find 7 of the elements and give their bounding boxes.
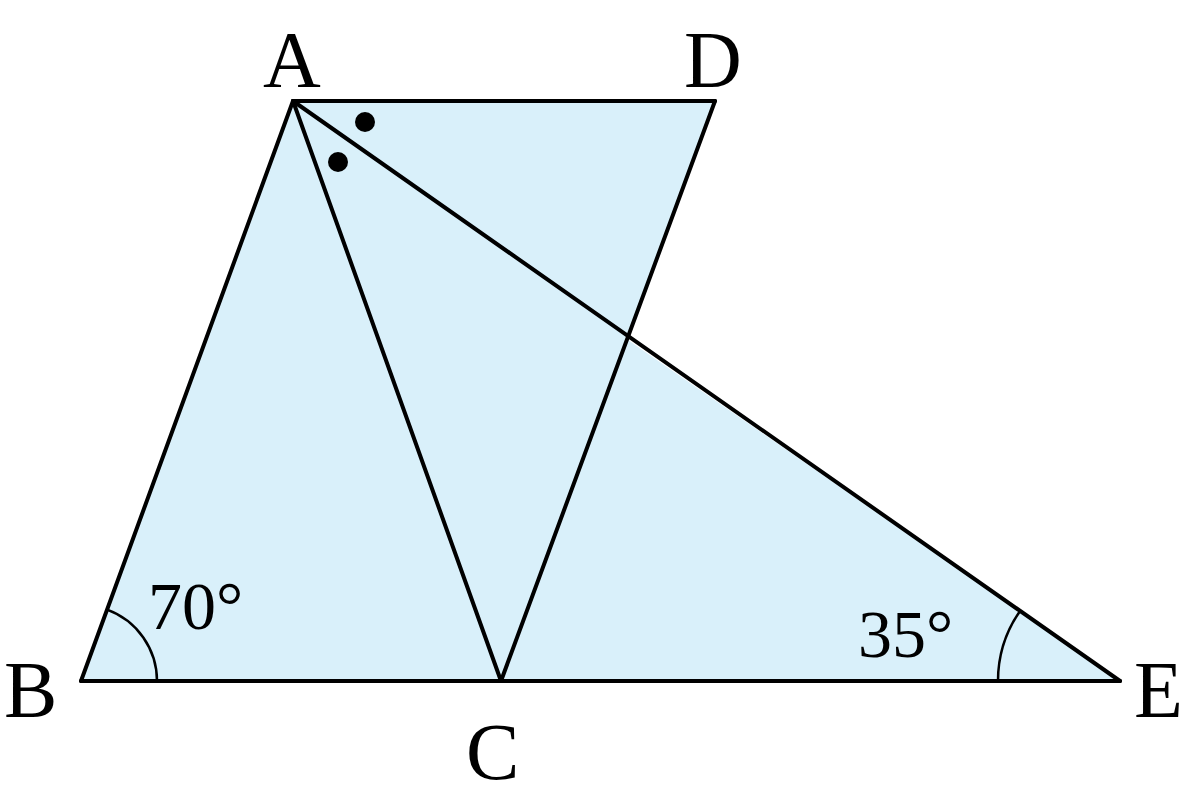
- angle-label: 35°: [858, 600, 954, 668]
- vertex-label: B: [4, 650, 58, 730]
- vertex-label: E: [1134, 650, 1183, 730]
- vertex-label: D: [684, 20, 742, 100]
- vertex-label: A: [263, 20, 321, 100]
- vertex-label: C: [466, 712, 520, 792]
- angle-label: 70°: [148, 572, 244, 640]
